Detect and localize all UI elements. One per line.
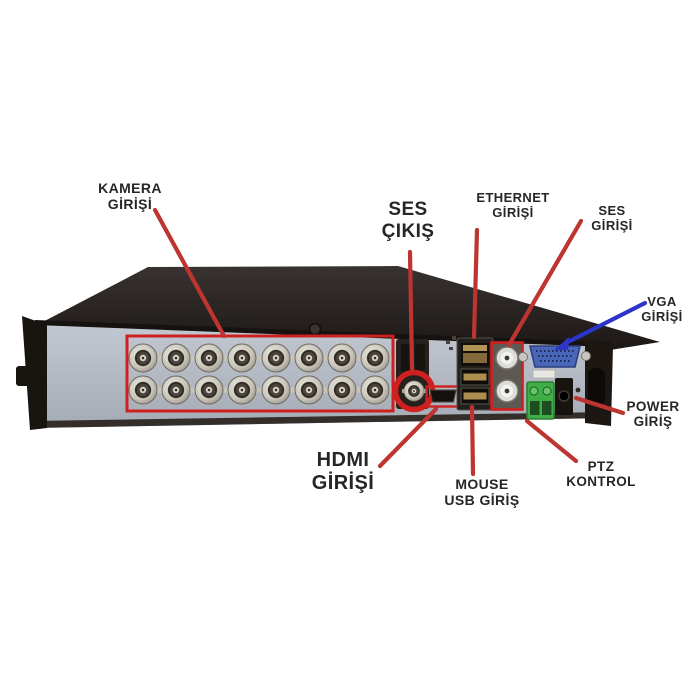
usb-port-top xyxy=(460,368,490,386)
top-screw xyxy=(308,322,322,336)
panel-dot xyxy=(575,387,581,393)
label-line: GİRİŞİ xyxy=(641,308,683,324)
label-line: KONTROL xyxy=(566,474,636,490)
label-line: ETHERNET xyxy=(476,190,550,205)
label-line: MOUSE xyxy=(455,476,509,492)
label-line: GİRİŞİ xyxy=(492,204,534,220)
usb-port-bottom xyxy=(460,387,490,405)
label-line: GİRİŞİ xyxy=(591,217,633,233)
label-line: PTZ xyxy=(587,459,615,474)
label-line: USB GİRİŞ xyxy=(444,491,520,508)
right-handle xyxy=(588,368,605,406)
label-line: VGA xyxy=(647,294,677,309)
annotation-line-power xyxy=(573,395,626,416)
label-line: POWER xyxy=(626,399,680,414)
camera-inputs-highlight-box xyxy=(125,334,395,413)
label-line: GİRİŞİ xyxy=(311,471,375,494)
label-mouse-usb-giris: MOUSE USB GİRİŞ xyxy=(444,476,520,509)
annotation-line-ptz xyxy=(524,418,579,464)
label-kamera-girisi: KAMERA GİRİŞİ xyxy=(98,180,162,213)
left-mounting-tab xyxy=(16,366,32,386)
vga-port xyxy=(518,345,591,379)
label-line: ÇIKIŞ xyxy=(381,220,435,242)
vga-sticker xyxy=(532,369,556,379)
label-line: KAMERA xyxy=(98,180,162,196)
vent-slot xyxy=(401,344,411,372)
annotation-line-kamera xyxy=(152,207,227,339)
annotation-line-ethernet xyxy=(471,227,480,340)
label-line: GİRİŞİ xyxy=(107,195,153,212)
label-ptz-kontrol: PTZ KONTROL xyxy=(566,459,636,490)
annotation-line-ses-cikis xyxy=(407,249,415,372)
label-power-giris: POWER GİRİŞ xyxy=(626,399,679,430)
ethernet-port xyxy=(461,343,489,366)
vent-slot xyxy=(415,344,425,372)
label-line: SES xyxy=(388,199,428,220)
annotation-line-hdmi xyxy=(377,406,439,469)
label-line: GİRİŞ xyxy=(633,414,673,430)
annotation-line-ses-giris xyxy=(506,218,584,348)
label-ses-girisi: SES GİRİŞİ xyxy=(591,203,633,234)
annotation-line-mouse-usb xyxy=(469,404,476,477)
label-ses-cikis: SES ÇIKIŞ xyxy=(382,199,435,242)
label-ethernet-girisi: ETHERNET GİRİŞİ xyxy=(476,190,550,221)
rca-audio-in-jacks xyxy=(490,341,524,411)
power-jack xyxy=(555,378,573,415)
label-vga-girisi: VGA GİRİŞİ xyxy=(641,294,683,325)
audio-in-highlight-box xyxy=(490,341,524,411)
ptz-terminal-block xyxy=(526,381,555,420)
ethernet-usb-block xyxy=(446,336,494,411)
label-line: HDMI xyxy=(316,449,370,471)
left-chassis-edge xyxy=(22,316,47,430)
label-hdmi-girisi: HDMI GİRİŞİ xyxy=(312,449,374,495)
label-line: SES xyxy=(598,203,626,218)
network-icon xyxy=(446,336,456,350)
hdmi-port xyxy=(425,385,460,408)
annotation-arrow-vga xyxy=(554,300,648,350)
